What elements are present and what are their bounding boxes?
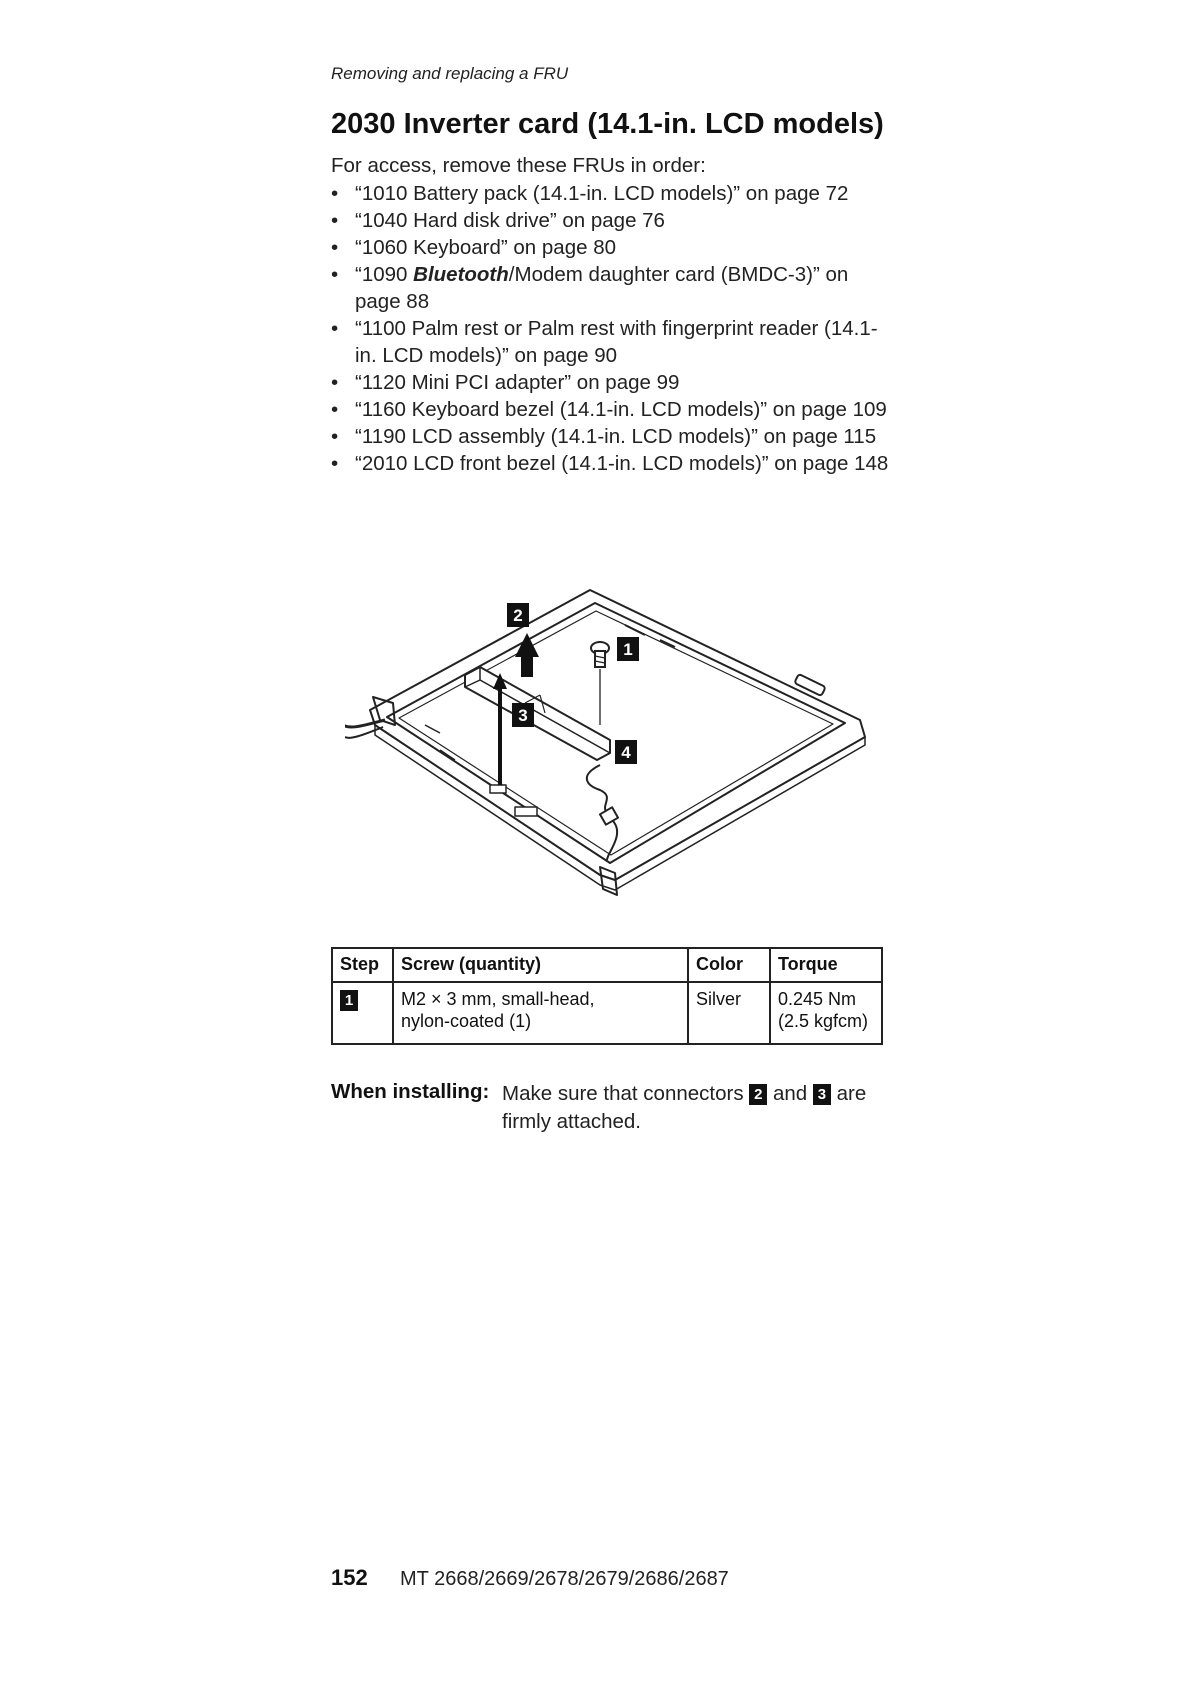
lcd-cover-outline bbox=[369, 589, 866, 881]
bullet-icon: • bbox=[331, 452, 339, 475]
header-step: Step bbox=[331, 947, 394, 983]
prereq-item: •“1040 Hard disk drive” on page 76 bbox=[331, 209, 665, 232]
access-intro: For access, remove these FRUs in order: bbox=[331, 154, 706, 177]
svg-text:4: 4 bbox=[621, 743, 631, 762]
header-color: Color bbox=[687, 947, 771, 983]
bullet-icon: • bbox=[331, 317, 339, 340]
when-installing-note: Make sure that connectors 2 and 3 are fi… bbox=[502, 1082, 867, 1133]
prereq-item: •“1060 Keyboard” on page 80 bbox=[331, 236, 617, 259]
callout-1: 1 bbox=[617, 637, 639, 661]
header-screw: Screw (quantity) bbox=[392, 947, 689, 983]
lcd-assembly-illustration: 2 1 3 4 bbox=[345, 589, 866, 896]
section-title: 2030 Inverter card (14.1-in. LCD models) bbox=[331, 108, 884, 140]
connector-callout: 2 bbox=[749, 1084, 768, 1105]
callout-2: 2 bbox=[507, 603, 529, 627]
bullet-icon: • bbox=[331, 236, 339, 259]
prereq-item: •“1100 Palm rest or Palm rest with finge… bbox=[331, 317, 878, 367]
machine-types: MT 2668/2669/2678/2679/2686/2687 bbox=[400, 1568, 729, 1590]
prereq-item: •“1190 LCD assembly (14.1-in. LCD models… bbox=[331, 425, 877, 448]
cell-color: Silver bbox=[687, 981, 771, 1045]
running-header: Removing and replacing a FRU bbox=[331, 64, 569, 83]
prereq-item: •“1160 Keyboard bezel (14.1-in. LCD mode… bbox=[331, 398, 887, 421]
svg-text:3: 3 bbox=[518, 706, 527, 725]
prereq-item: •“1090 Bluetooth/Modem daughter card (BM… bbox=[331, 263, 849, 313]
prereq-item: •“2010 LCD front bezel (14.1-in. LCD mod… bbox=[331, 452, 889, 475]
inverter-cable bbox=[585, 764, 608, 814]
when-installing-label: When installing: bbox=[331, 1080, 490, 1103]
screw-icon bbox=[590, 641, 610, 725]
callout-4: 4 bbox=[615, 740, 637, 764]
bullet-icon: • bbox=[331, 398, 339, 421]
header-torque: Torque bbox=[769, 947, 883, 983]
inverter-card bbox=[464, 666, 611, 761]
connector-arrow-icon bbox=[493, 673, 507, 785]
svg-text:2: 2 bbox=[513, 606, 522, 625]
lift-arrow-icon bbox=[515, 633, 539, 677]
bullet-icon: • bbox=[331, 263, 339, 286]
cell-step: 1 bbox=[331, 981, 394, 1045]
prerequisite-fru-list: •“1010 Battery pack (14.1-in. LCD models… bbox=[331, 180, 891, 477]
connector-callout: 3 bbox=[812, 1084, 831, 1105]
bullet-icon: • bbox=[331, 371, 339, 394]
prereq-item: •“1120 Mini PCI adapter” on page 99 bbox=[331, 371, 680, 394]
page-number: 152 bbox=[331, 1565, 368, 1590]
bullet-icon: • bbox=[331, 425, 339, 448]
cell-screw: M2 × 3 mm, small-head,nylon-coated (1) bbox=[392, 981, 689, 1045]
antenna-cable bbox=[345, 718, 386, 729]
bullet-icon: • bbox=[331, 209, 339, 232]
callout-3: 3 bbox=[512, 703, 534, 727]
inverter-card-removal-figure: 2 1 3 4 bbox=[345, 585, 875, 910]
right-hinge bbox=[599, 866, 618, 896]
screw-spec-table: Step Screw (quantity) Color Torque 1 M2 … bbox=[331, 947, 883, 1045]
svg-text:1: 1 bbox=[623, 640, 632, 659]
left-hinge bbox=[372, 696, 396, 726]
prereq-item: •“1010 Battery pack (14.1-in. LCD models… bbox=[331, 182, 849, 205]
table-header-row: Step Screw (quantity) Color Torque bbox=[331, 947, 883, 983]
table-row: 1 M2 × 3 mm, small-head,nylon-coated (1)… bbox=[331, 981, 883, 1045]
lcd-panel-frame bbox=[386, 602, 846, 864]
bullet-icon: • bbox=[331, 182, 339, 205]
step-callout: 1 bbox=[340, 990, 358, 1011]
cell-torque: 0.245 Nm(2.5 kgfcm) bbox=[769, 981, 883, 1045]
